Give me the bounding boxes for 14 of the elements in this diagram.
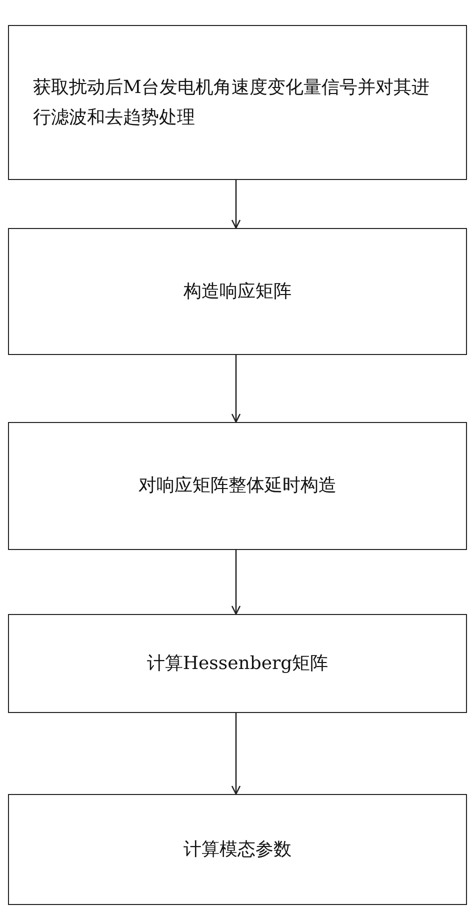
step-text: 计算模态参数 [184, 838, 292, 862]
step-text: 计算Hessenberg矩阵 [146, 652, 328, 676]
process-box [8, 25, 467, 180]
step-text: 获取扰动后M台发电机角速度变化量信号并对其进行滤波和去趋势处理 [33, 76, 430, 130]
arrow [231, 180, 241, 229]
process-box [8, 794, 467, 905]
arrow [231, 713, 241, 795]
step-text: 对响应矩阵整体延时构造 [138, 474, 336, 498]
arrow [231, 355, 241, 423]
process-box [8, 228, 467, 355]
process-box [8, 614, 467, 713]
process-box [8, 422, 467, 550]
arrow [231, 550, 241, 615]
step-text: 构造响应矩阵 [184, 280, 292, 304]
